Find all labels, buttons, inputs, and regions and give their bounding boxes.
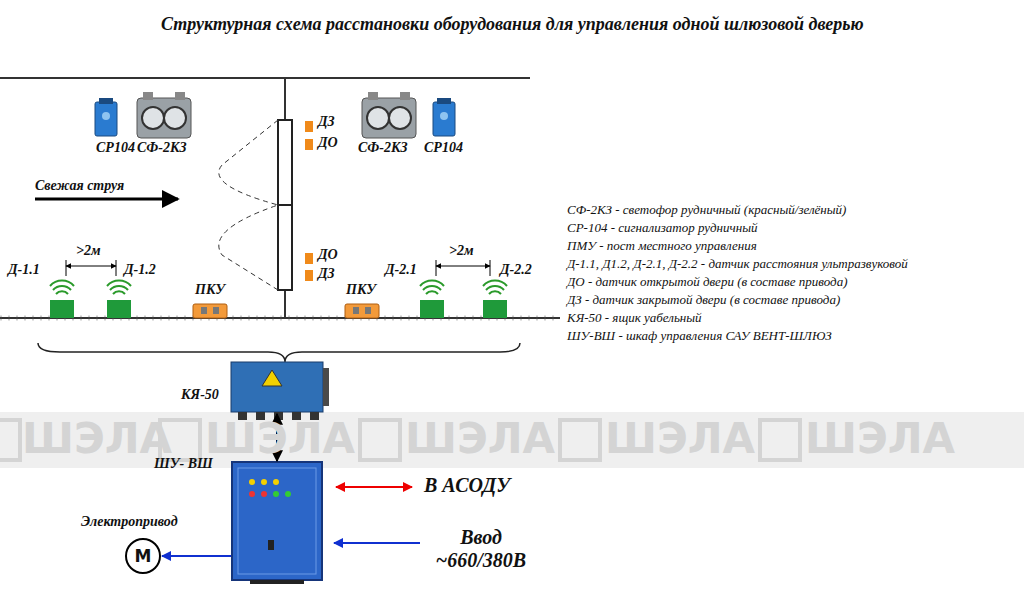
watermark: ШЭЛА <box>605 414 755 463</box>
power-input-label: Ввод ~660/380В <box>416 526 546 572</box>
control-cabinet: ШУ- ВШ <box>232 462 322 580</box>
legend-note: ДЗ - датчик закрытой двери (в составе пр… <box>567 292 840 308</box>
legend-note: СФ-2КЗ - светофор рудничный (красный/зел… <box>567 202 846 218</box>
watermark: ШЭЛА <box>205 414 355 463</box>
junction-box: КЯ-50 <box>231 362 323 412</box>
legend-note: ДО - датчик открытой двери (в составе пр… <box>567 274 848 290</box>
device-label: СР104 <box>96 140 135 156</box>
watermark-strip <box>0 412 1024 468</box>
box-heading: Электропривод <box>81 514 178 530</box>
link-label: В АСОДУ <box>424 474 510 497</box>
legend-note: СР-104 - сигнализатор рудничный <box>567 220 757 236</box>
sensor-label: ДЗ <box>318 266 335 282</box>
sensor-label: ДО <box>318 247 338 263</box>
sensor-label: Д-2.1 <box>385 262 417 278</box>
device-label: ПКУ <box>195 282 225 298</box>
legend-note: ПМУ - пост местного управления <box>567 238 757 254</box>
diagram-title: Структурная схема расстановки оборудован… <box>161 14 864 35</box>
motor-symbol: М <box>127 540 159 572</box>
legend-note: КЯ-50 - ящик уабельный <box>567 310 702 326</box>
device-label: ПКУ <box>346 282 376 298</box>
motor-circle: МЭлектропривод <box>125 538 161 574</box>
device-label: СР104 <box>424 140 463 156</box>
dimension-label: >2м <box>449 243 474 259</box>
device-label: СФ-2КЗ <box>358 140 408 156</box>
connector <box>162 555 231 557</box>
sensor-label: ДО <box>318 135 338 151</box>
legend-note: Д-1.1, Д1.2, Д-2.1, Д-2.2 - датчик расст… <box>567 256 908 272</box>
sensor-label: Д-1.1 <box>8 262 40 278</box>
box-heading: ШУ- ВШ <box>154 456 213 472</box>
legend-note: ШУ-ВШ - шкаф управления САУ ВЕНТ-ШЛЮЗ <box>567 328 832 344</box>
sensor-label: ДЗ <box>318 114 335 130</box>
sensor-label: Д-2.2 <box>500 262 532 278</box>
device-label: СФ-2КЗ <box>137 140 187 156</box>
watermark: ШЭЛА <box>405 414 555 463</box>
airflow-label: Свежая струя <box>35 178 124 194</box>
sensor-label: Д-1.2 <box>124 262 156 278</box>
watermark: ШЭЛА <box>22 414 172 463</box>
box-heading: КЯ-50 <box>181 387 219 403</box>
watermark: ШЭЛА <box>805 414 955 463</box>
dimension-label: >2м <box>76 243 101 259</box>
